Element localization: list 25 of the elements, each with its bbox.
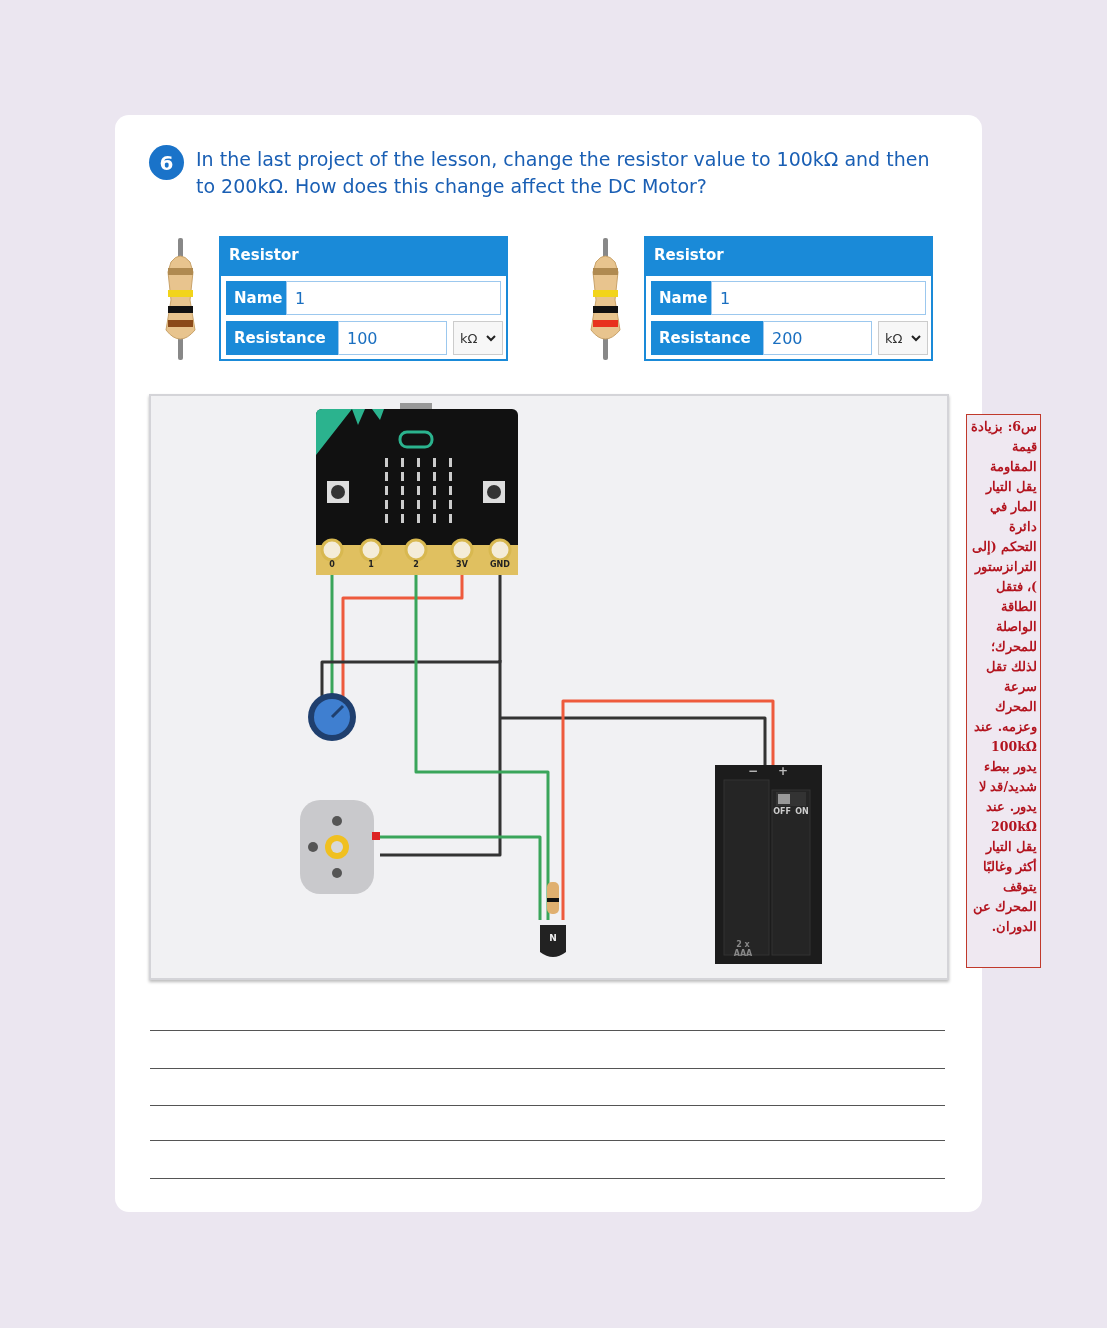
field-label: Name	[651, 281, 711, 315]
input-field: 100	[338, 321, 447, 355]
polarity-sign: +	[776, 764, 790, 778]
pin-label: GND	[489, 560, 511, 569]
field-label: Resistance	[226, 321, 338, 355]
switch-label: ON	[794, 807, 810, 816]
pin-label: 2	[412, 560, 420, 569]
polarity-sign: −	[746, 764, 760, 778]
input-field: 200	[763, 321, 872, 355]
panel-header: Resistor	[221, 238, 506, 276]
transistor-label: N	[548, 933, 558, 943]
pin-label: 1	[367, 560, 375, 569]
answer-note: س6: بزيادة قيمة المقاومة يقل التيار المار في دائرة التحكم (إلى الترانزستور)، فتقل الطاقة الواصلة للمحرك؛ لذلك تقل سرعة المحرك وعزمه. عند 100kΩ يدور ببطء شديد/قد لا يدور. عند 200kΩ يقل التيار أكثر وغالبًا يتوقف المحرك عن الدوران.	[966, 414, 1041, 968]
field-label: Resistance	[651, 321, 763, 355]
unit-dropdown: kΩ	[878, 321, 928, 355]
battery-label: 2 x AAA	[732, 940, 754, 958]
unit-dropdown: kΩ	[453, 321, 503, 355]
switch-label: OFF	[772, 807, 792, 816]
pin-label: 3V	[455, 560, 469, 569]
panel-header: Resistor	[646, 238, 931, 276]
field-label: Name	[226, 281, 286, 315]
pin-label: 0	[328, 560, 336, 569]
input-field: 1	[286, 281, 501, 315]
question-text: In the last project of the lesson, change the resistor value to 100kΩ and then to 200kΩ. How does this change affect the DC Motor?	[196, 147, 931, 199]
input-field: 1	[711, 281, 926, 315]
